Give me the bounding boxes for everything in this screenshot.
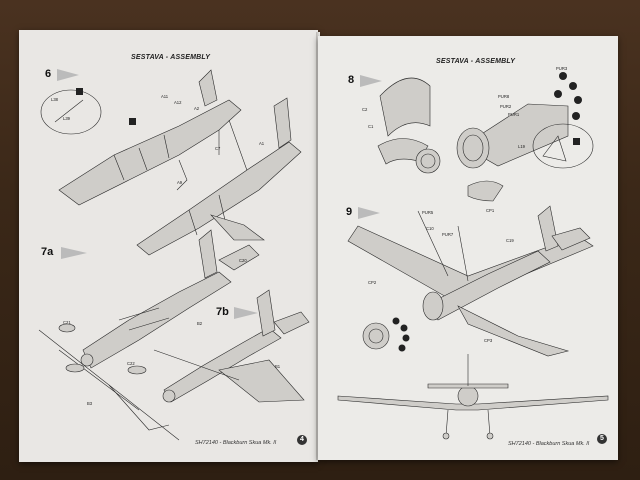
fuselage-7b xyxy=(163,327,282,403)
svg-text:PUR5: PUR5 xyxy=(422,210,434,215)
svg-text:B1: B1 xyxy=(275,364,281,369)
svg-text:A1: A1 xyxy=(259,141,265,146)
fuselage-half xyxy=(58,99,242,206)
svg-text:A11: A11 xyxy=(161,94,169,99)
engine-front-9 xyxy=(362,322,390,350)
svg-text:PUR3: PUR3 xyxy=(556,66,568,71)
fuselage-7a xyxy=(82,271,232,369)
step-7b-label: 7b xyxy=(216,306,258,319)
page-header: SESTAVA - ASSEMBLY xyxy=(131,54,211,61)
part-labels-left: L38 L39 A11 A12 A2 A1 C7 A9 C20 C21 C22 … xyxy=(51,94,281,406)
svg-text:A12: A12 xyxy=(174,100,182,105)
tail-fin xyxy=(198,69,218,107)
step-6-label: 6 xyxy=(45,68,79,81)
part-labels-right: C2 C1 PUR3 PUR8 PUR2 PUR1 L19 PUR5 C10 P… xyxy=(362,66,568,343)
wing-7b xyxy=(218,359,305,403)
step-7a-label: 7a xyxy=(41,246,87,259)
cowling-half xyxy=(379,77,431,137)
svg-text:L39: L39 xyxy=(63,116,71,121)
svg-text:CP3: CP3 xyxy=(484,338,493,343)
assembly-drawing-left: L38 L39 A11 A12 A2 A1 C7 A9 C20 C21 C22 … xyxy=(38,69,310,441)
svg-text:C10: C10 xyxy=(426,226,434,231)
step-9-label: 9 xyxy=(346,206,380,219)
svg-text:C20: C20 xyxy=(239,258,247,263)
svg-text:CP2: CP2 xyxy=(368,280,377,285)
svg-text:C19: C19 xyxy=(506,238,514,243)
svg-text:A9: A9 xyxy=(177,180,183,185)
svg-text:B2: B2 xyxy=(197,321,203,326)
svg-text:A2: A2 xyxy=(194,106,200,111)
page-footer: SH72140 - Blackburn Skua Mk. II xyxy=(195,440,277,446)
svg-text:C1: C1 xyxy=(368,124,374,129)
svg-text:C22: C22 xyxy=(127,361,135,366)
svg-text:C7: C7 xyxy=(215,146,221,151)
page-number: 5 xyxy=(597,434,607,444)
svg-text:C2: C2 xyxy=(362,107,368,112)
svg-text:L38: L38 xyxy=(51,97,59,102)
detail-callout-ellipse xyxy=(40,89,102,135)
engine-front xyxy=(415,148,441,174)
fuselage-assembled xyxy=(136,141,302,256)
canopy xyxy=(467,180,504,202)
svg-text:CP1: CP1 xyxy=(486,208,495,213)
paint-icon xyxy=(76,88,83,95)
page-footer: SH72140 - Blackburn Skua Mk. II xyxy=(508,441,590,447)
front-view-engine xyxy=(457,385,479,407)
svg-text:C21: C21 xyxy=(63,320,71,325)
svg-text:PUR1: PUR1 xyxy=(508,112,520,117)
engine-cowl xyxy=(462,103,569,167)
engine-cylinders xyxy=(554,72,582,120)
step-8-label: 8 xyxy=(348,74,382,87)
page-number: 4 xyxy=(297,435,307,445)
instruction-page-right: SESTAVA - ASSEMBLY 8 9 xyxy=(318,36,618,460)
svg-text:PUR8: PUR8 xyxy=(498,94,510,99)
svg-text:B3: B3 xyxy=(87,401,93,406)
fuselage-9 xyxy=(427,250,551,321)
detail-callout-ellipse xyxy=(532,123,594,169)
svg-text:PUR2: PUR2 xyxy=(500,104,512,109)
assembly-drawing-right: C2 C1 PUR3 PUR8 PUR2 PUR1 L19 PUR5 C10 P… xyxy=(337,66,609,440)
instruction-page-left: SESTAVA - ASSEMBLY 6 7a 7b xyxy=(19,30,318,462)
page-header: SESTAVA - ASSEMBLY xyxy=(436,58,516,65)
svg-text:PUR7: PUR7 xyxy=(442,232,454,237)
svg-text:L19: L19 xyxy=(518,144,526,149)
